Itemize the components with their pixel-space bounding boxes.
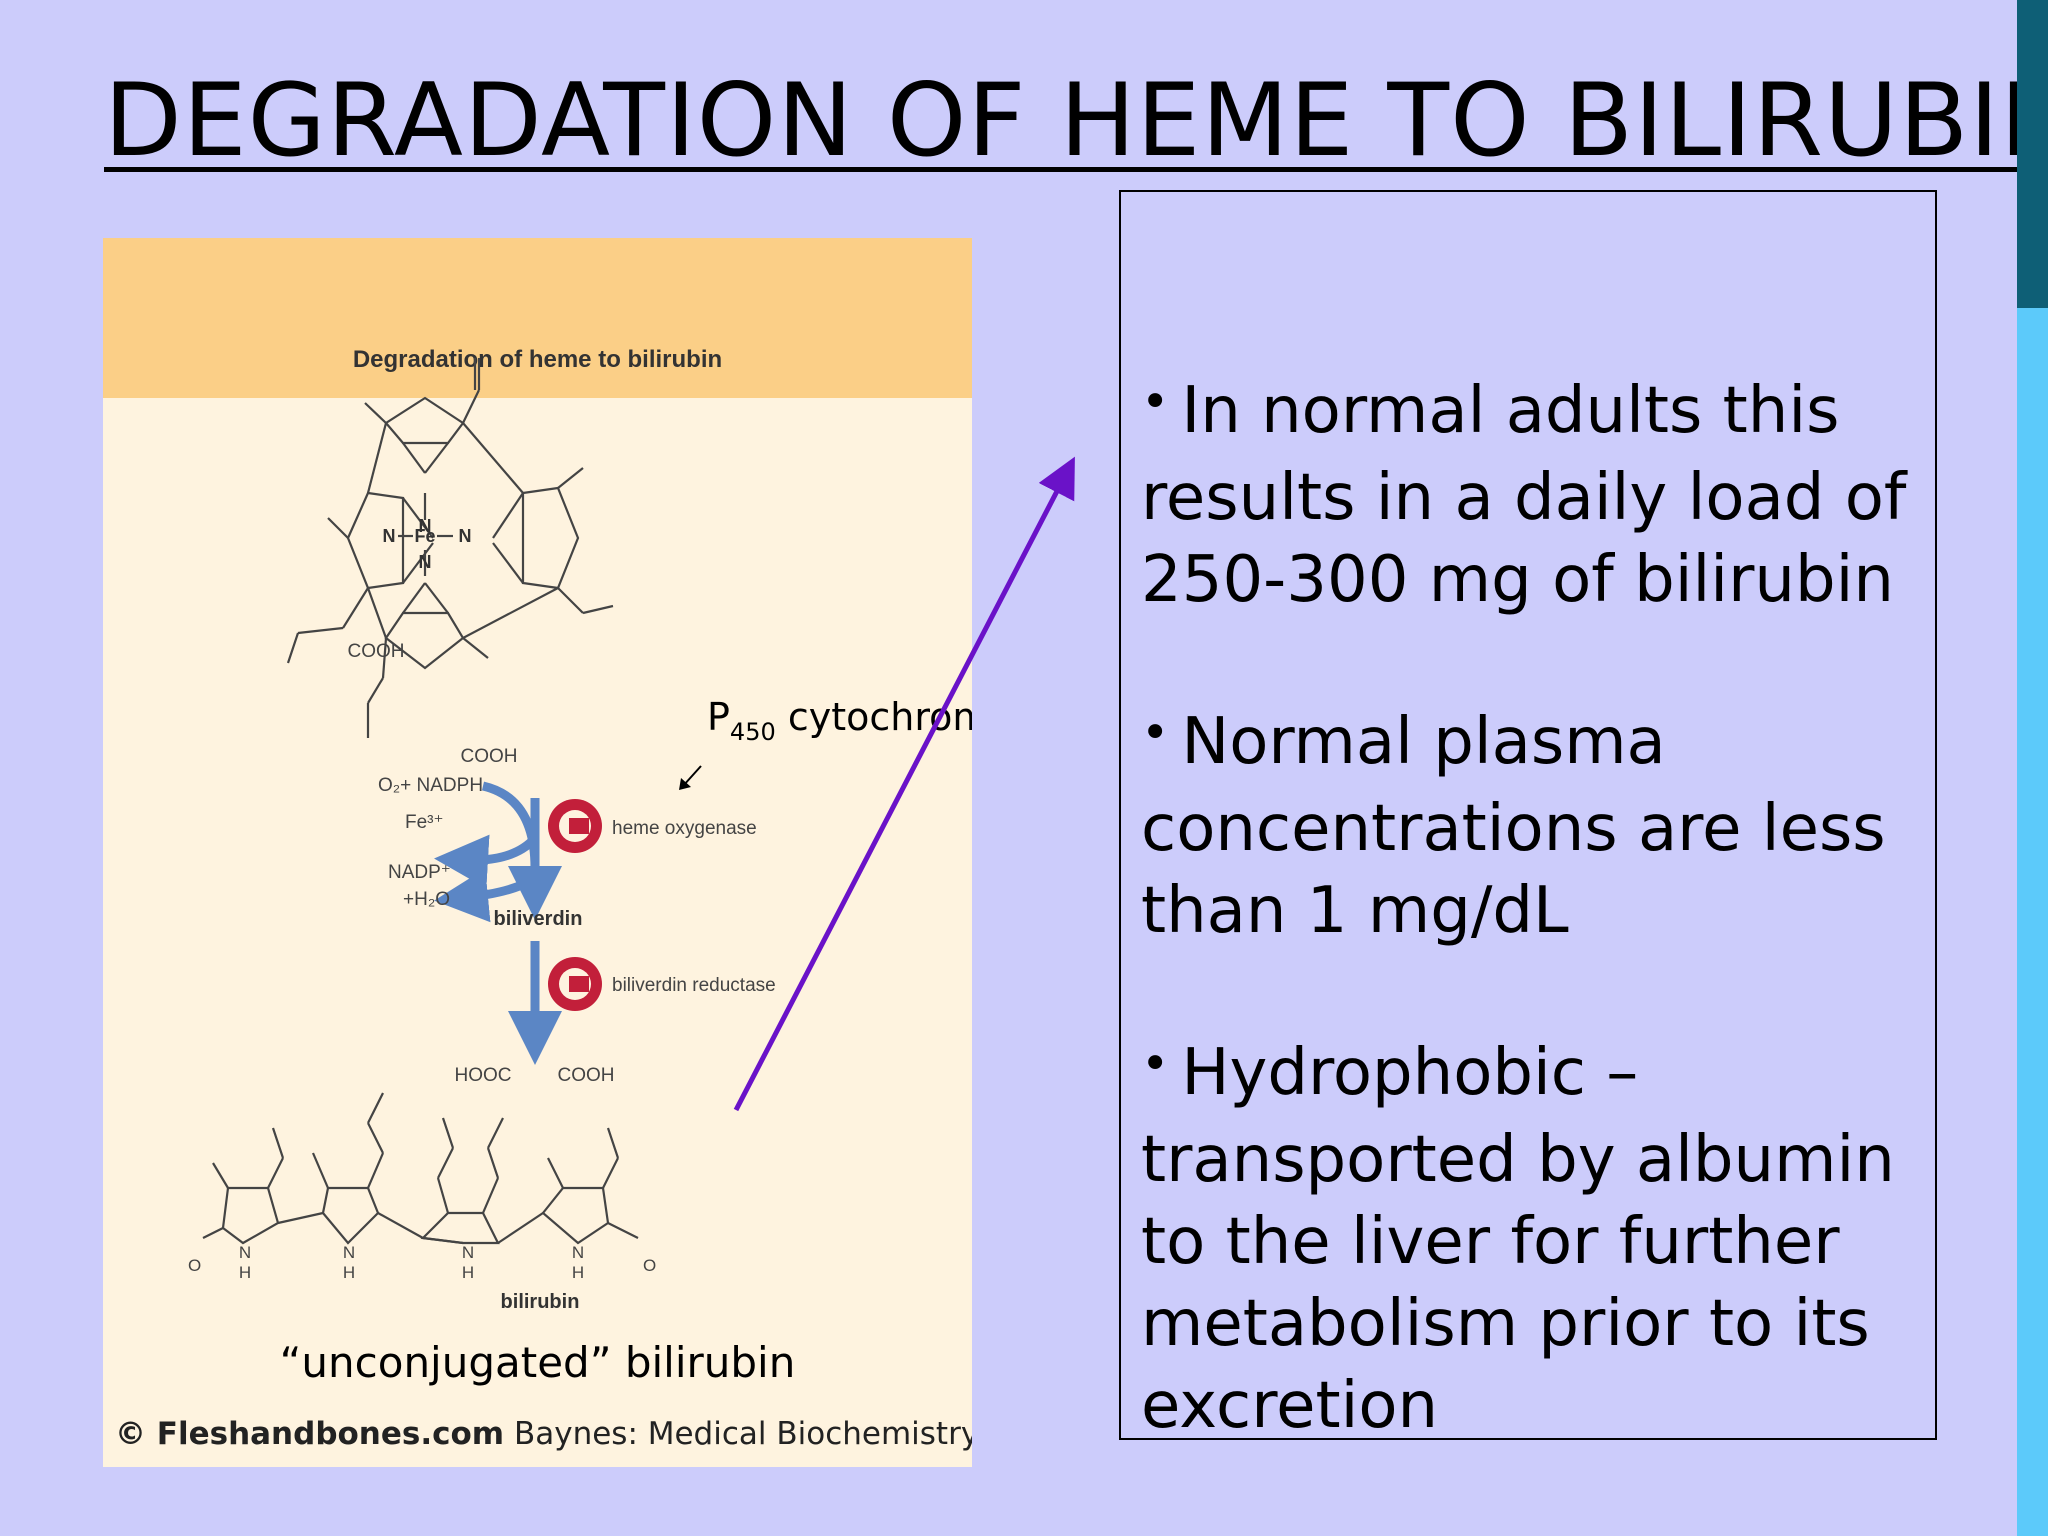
bilirubin-molecule (202, 1092, 639, 1245)
oxygen-right-label: O (643, 1256, 656, 1275)
enzyme-icon-2 (548, 957, 602, 1011)
figure-header (103, 238, 972, 398)
fe3-label: Fe³⁺ (405, 812, 444, 833)
atom-fe: Fe (414, 526, 435, 546)
svg-text:N: N (239, 1243, 251, 1262)
cooh-left-label: COOH (348, 641, 405, 662)
biliverdin-reductase-label: biliverdin reductase (612, 975, 776, 996)
svg-text:H: H (572, 1263, 584, 1282)
biliverdin-label: biliverdin (494, 908, 583, 930)
bullet-item: •Hydrophobic – transported by albumin to… (1141, 1036, 1895, 1443)
enzyme-icon-1 (548, 799, 602, 853)
figure-credit: © Fleshandbones.com Baynes: Medical Bioc… (115, 1416, 972, 1452)
figure-caption: “unconjugated” bilirubin (279, 1338, 796, 1387)
bullet-list: •In normal adults this results in a dail… (1141, 370, 1931, 1527)
figure-header-title: Degradation of heme to bilirubin (352, 346, 723, 373)
reaction-scheme-diagram: N N Fe N N COOH COOH O₂+ NADPH Fe³⁺ NADP… (188, 358, 776, 1313)
bilirubin-structure-label: bilirubin (501, 1291, 580, 1313)
svg-text:H: H (462, 1263, 474, 1282)
atom-n-left: N (383, 526, 396, 546)
bullet-item: •In normal adults this results in a dail… (1141, 374, 1907, 617)
p450-annotation: P450 cytochrome (707, 695, 972, 746)
svg-text:N: N (343, 1243, 355, 1262)
atom-n-right: N (459, 526, 472, 546)
o2-nadph-label: O₂+ NADPH (378, 775, 483, 796)
heme-atom-labels: N N Fe N N (383, 516, 472, 572)
info-textbox (1119, 190, 1937, 1440)
hooc-label: HOOC (455, 1065, 512, 1086)
nadp-label: NADP⁺ (388, 862, 451, 883)
edge-bar-light (2017, 308, 2048, 1536)
bullet-dot-icon: • (1141, 1036, 1170, 1092)
edge-bar-dark (2017, 0, 2048, 308)
reaction-arrow-1 (434, 781, 562, 923)
atom-n-top: N (419, 516, 432, 536)
h2o-label: +H₂O (403, 889, 450, 910)
svg-text:H: H (343, 1263, 355, 1282)
bilirubin-nh-labels: N H N H N H N H (239, 1243, 584, 1282)
heme-molecule (286, 358, 614, 738)
svg-text:N: N (462, 1243, 474, 1262)
heme-oxygenase-label: heme oxygenase (612, 818, 757, 839)
heme-degradation-figure: Degradation of heme to bilirubin (103, 238, 972, 1467)
cooh-right-label: COOH (558, 1065, 615, 1086)
bullet-dot-icon: • (1141, 705, 1170, 761)
cooh-bottom-label: COOH (461, 746, 518, 767)
oxygen-left-label: O (188, 1256, 201, 1275)
bullet-dot-icon: • (1141, 374, 1170, 430)
svg-text:H: H (239, 1263, 251, 1282)
bullet-item: •Normal plasma concentrations are less t… (1141, 705, 1886, 948)
atom-n-bottom: N (419, 552, 432, 572)
slide-title: DEGRADATION OF HEME TO BILIRUBIN (104, 61, 2048, 179)
svg-text:N: N (572, 1243, 584, 1262)
